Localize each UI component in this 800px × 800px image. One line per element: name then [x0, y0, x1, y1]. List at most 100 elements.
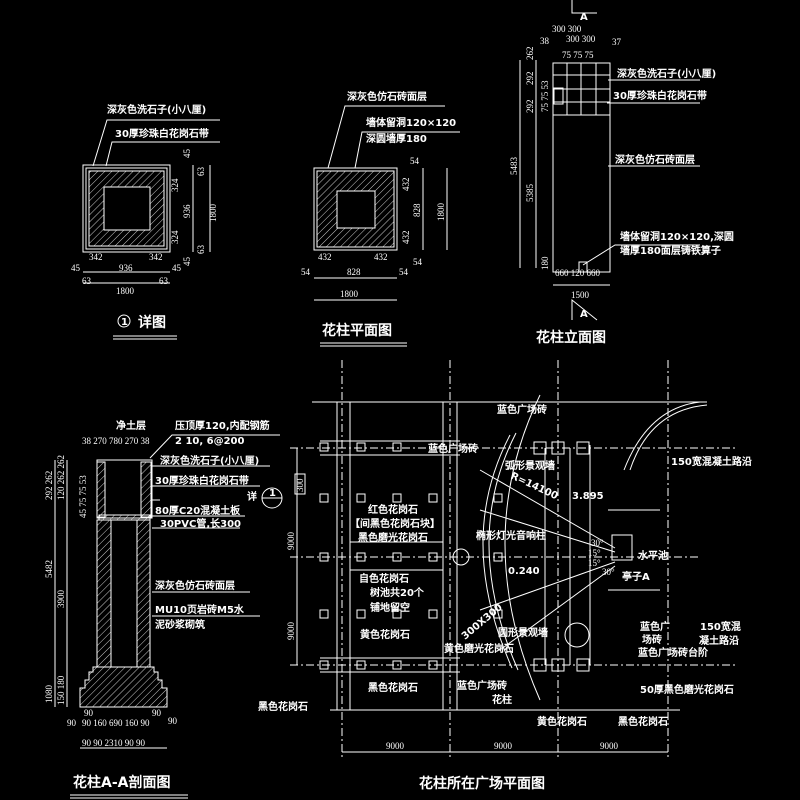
- label: 水平池: [637, 549, 668, 562]
- label: 铺地留空: [370, 601, 410, 614]
- dim: 3900: [56, 590, 66, 609]
- label: MU10页岩砖M5水: [155, 603, 245, 616]
- label: 150宽混凝土路沿: [671, 455, 752, 468]
- label: 蓝色广场砖台阶: [638, 646, 709, 659]
- dim: 432: [401, 178, 411, 192]
- column-section-drawing: 净土层 压顶厚120,内配钢筋 2 10, 6@200 深灰色洗石子(小八厘) …: [44, 419, 283, 799]
- label: 深灰色仿石砖面层: [347, 90, 427, 103]
- dim: 90 90 2310 90 90: [82, 738, 146, 748]
- dim: 1500: [571, 290, 590, 300]
- dim: 45 75 75 53: [78, 475, 88, 518]
- label: 黄色磨光花岗石: [444, 642, 514, 655]
- angle-label: 30°: [602, 567, 615, 577]
- dim: 37: [612, 37, 622, 47]
- dim: 54: [410, 156, 420, 166]
- label: 凝土路沿: [699, 634, 739, 647]
- label: 墙体留洞120×120: [366, 116, 456, 129]
- label: 30厚珍珠白花岗石带: [613, 89, 707, 102]
- dim: 828: [412, 203, 422, 217]
- label: 黑色花岗石: [618, 715, 668, 728]
- detail-ref-number: 1: [269, 488, 276, 499]
- column-plan-drawing: 深灰色仿石砖面层 墙体留洞120×120 深圆墙厚180 54 432 828 …: [301, 90, 460, 347]
- label: 场砖: [642, 633, 662, 646]
- label: 黑色磨光花岗石: [358, 531, 428, 544]
- dim: 432: [318, 252, 332, 262]
- dim: 63: [159, 276, 169, 286]
- label: 150宽混: [700, 620, 741, 633]
- label: 80厚C20混凝土板: [155, 504, 241, 517]
- dim: 1800: [436, 203, 446, 222]
- label: 深灰色洗石子(小八厘): [160, 454, 259, 467]
- plan-title: 花柱平面图: [322, 322, 392, 339]
- dim: 9000: [600, 741, 619, 751]
- section-mark-top: A: [580, 12, 588, 23]
- angle-label: 15°: [588, 558, 601, 568]
- label: 椭形灯光音响柱: [476, 529, 546, 542]
- label: 墙体留洞120×120,深圆: [620, 230, 734, 243]
- dim: 120 262 262: [56, 455, 66, 500]
- label: 黑色花岗石: [368, 681, 418, 694]
- label: 自色花岗石: [359, 572, 409, 585]
- label: 净土层: [116, 419, 146, 432]
- label: 黄色花岗石: [537, 715, 587, 728]
- elevation-title: 花柱立面图: [536, 329, 606, 346]
- dim: 45: [182, 149, 192, 159]
- dim: 432: [374, 252, 388, 262]
- dim: 1080: [44, 685, 54, 704]
- label: 蓝色广场砖: [428, 442, 478, 455]
- label: 深灰色仿石砖面层: [155, 579, 235, 592]
- dim: 1800: [340, 289, 359, 299]
- dim: 45: [172, 263, 182, 273]
- dim: 324: [170, 178, 180, 192]
- dim: 90: [168, 716, 178, 726]
- angle-label: 30°: [591, 538, 604, 548]
- label: 30PVC管,长300: [160, 517, 241, 530]
- dim: 5483: [509, 157, 519, 176]
- section-title: 花柱A-A剖面图: [73, 774, 170, 791]
- label: 深灰色洗石子(小八厘): [107, 103, 206, 116]
- detail-ref-label: 详: [247, 490, 257, 503]
- plaza-plan-title: 花柱所在广场平面图: [419, 775, 545, 792]
- dim: 1800: [208, 204, 218, 223]
- dim: 9000: [386, 741, 405, 751]
- dim: 300 300: [566, 34, 596, 44]
- dim: 1800: [116, 286, 135, 296]
- dim: 90: [152, 708, 162, 718]
- label: 树池共20个: [370, 586, 425, 599]
- dim: 54: [413, 257, 423, 267]
- label: R=14100: [509, 471, 560, 502]
- label: 2 10, 6@200: [175, 436, 245, 447]
- tree-pit-squares: [319, 441, 590, 672]
- dim: 180: [540, 256, 550, 270]
- dim: 324: [170, 230, 180, 244]
- dim: 660 120 660: [555, 268, 601, 278]
- section-mark-bottom: A: [580, 309, 588, 320]
- dim: 9000: [286, 622, 296, 641]
- dim: 292: [525, 72, 535, 86]
- label: 0.240: [508, 566, 540, 577]
- label: 蓝色广: [640, 620, 670, 633]
- label: 蓝色广场砖: [497, 403, 547, 416]
- column-elevation-drawing: A A 深灰色洗石子(小八厘) 30厚珍珠白花岗石带 深灰色仿石砖面层 墙体留洞…: [509, 0, 734, 346]
- dim: 45: [182, 257, 192, 267]
- label: 3.895: [572, 491, 604, 502]
- label: 50厚黑色磨光花岗石: [640, 683, 734, 696]
- detail-1-title: 详图: [138, 314, 166, 331]
- dim: 150 180: [56, 675, 66, 705]
- dim: 936: [182, 204, 192, 218]
- dim: 432: [401, 231, 411, 245]
- dim: 828: [347, 267, 361, 277]
- label: 亭子A: [622, 570, 650, 583]
- dim: 292 262: [44, 471, 54, 500]
- label: 圆形景观墙: [498, 626, 548, 639]
- dim: 5482: [44, 560, 54, 578]
- dim: 342: [89, 252, 103, 262]
- dim: 38: [540, 36, 550, 46]
- label: 黑色花岗石: [258, 700, 308, 713]
- label: 压顶厚120,内配钢筋: [175, 419, 270, 432]
- label: 墙厚180面层铸铁算子: [620, 244, 721, 257]
- label: 深灰色洗石子(小八厘): [617, 67, 716, 80]
- label: 花柱: [492, 693, 512, 706]
- dim: 63: [196, 167, 206, 177]
